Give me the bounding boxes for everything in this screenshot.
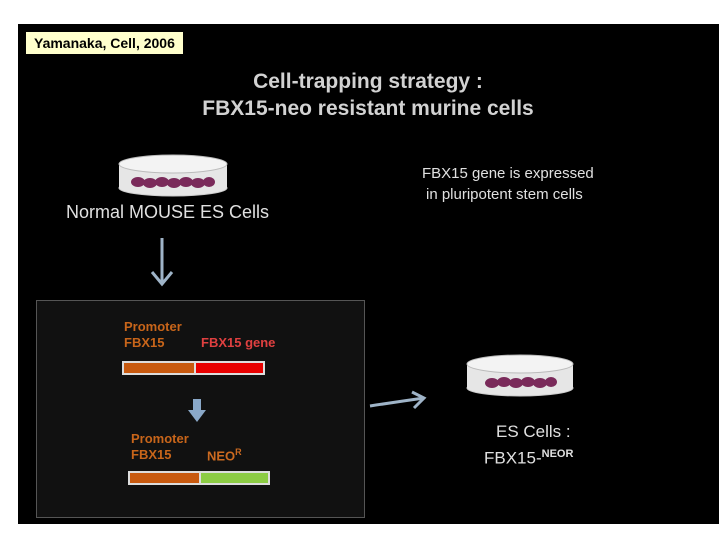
result-line-1: ES Cells : (496, 422, 571, 441)
result-label: ES Cells : FBX15-NEOR (484, 420, 573, 470)
expression-note-line-2: in pluripotent stem cells (426, 186, 583, 203)
result-line-2: FBX15-NEOR (484, 443, 573, 470)
promoter-label-1-line-2: FBX15 (124, 335, 165, 350)
down-arrow-icon (150, 238, 174, 287)
promoter-label-2: Promoter FBX15 (131, 431, 189, 463)
gene-bar (194, 361, 265, 375)
slide: Yamanaka, Cell, 2006 Cell-trapping strat… (18, 24, 719, 524)
result-line-2-text: FBX15- (484, 448, 542, 468)
promoter-label-2-line-2: FBX15 (131, 447, 172, 462)
petri-dish-result-icon (466, 354, 574, 397)
petri-dish-icon (118, 154, 228, 197)
right-arrow-icon (369, 390, 427, 410)
promoter-label-2-line-1: Promoter (131, 431, 189, 446)
promoter-label-1: Promoter FBX15 (124, 319, 182, 351)
construct-panel: Promoter FBX15 FBX15 gene Promoter FBX15… (36, 300, 365, 518)
fbx15-gene-label: FBX15 gene (201, 335, 276, 350)
promoter-bar-1 (122, 361, 198, 375)
expression-note: FBX15 gene is expressed in pluripotent s… (422, 163, 594, 205)
title-line-2: FBX15-neo resistant murine cells (202, 97, 534, 120)
promoter-bar-2 (128, 471, 203, 485)
title-line-1: Cell-trapping strategy : (253, 70, 483, 93)
neo-label-text: NEO (207, 448, 236, 464)
result-line-2-superscript: NEOR (541, 448, 574, 460)
citation-label: Yamanaka, Cell, 2006 (26, 32, 183, 54)
slide-title: Cell-trapping strategy : FBX15-neo resis… (118, 68, 618, 122)
neo-bar (199, 471, 270, 485)
down-block-arrow-icon (188, 399, 206, 422)
neo-resistance-label: NEOR (207, 447, 242, 463)
promoter-label-1-line-1: Promoter (124, 319, 182, 334)
neo-label-superscript: R (235, 447, 242, 457)
normal-es-cells-label: Normal MOUSE ES Cells (66, 202, 270, 222)
expression-note-line-1: FBX15 gene is expressed (422, 165, 594, 182)
